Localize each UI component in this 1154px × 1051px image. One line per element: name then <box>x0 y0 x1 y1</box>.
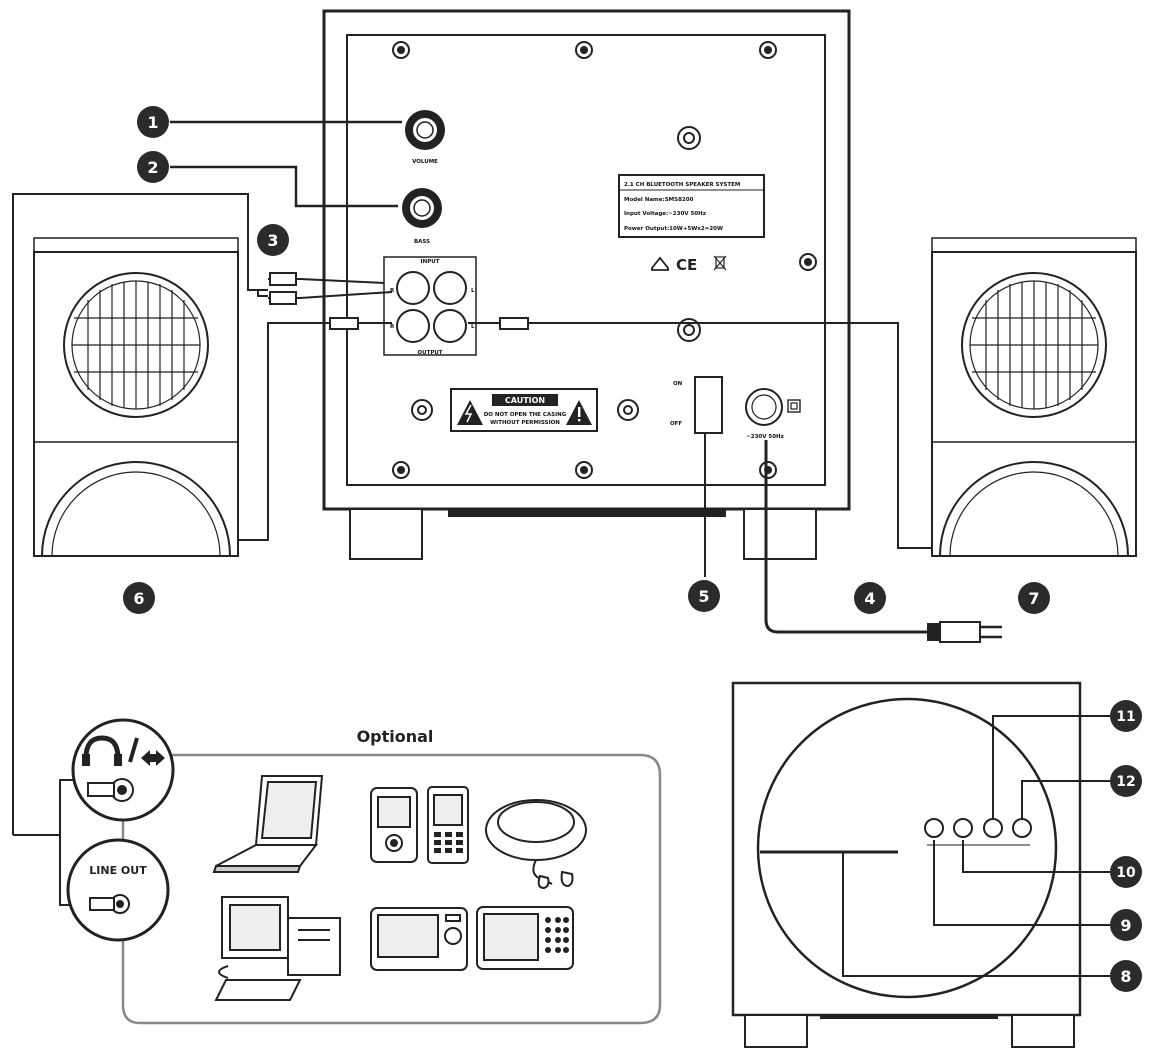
weee-bin-icon <box>713 255 727 271</box>
aux-arrows-icon <box>141 750 165 766</box>
bass-knob[interactable]: BASS <box>402 188 442 245</box>
output-l-label: L <box>471 324 475 330</box>
laptop-icon <box>212 775 324 873</box>
input-l-label: L <box>471 288 475 294</box>
switch-on-label: ON <box>673 381 683 387</box>
volume-label: VOLUME <box>412 159 438 165</box>
portable-media-player-icon <box>370 907 468 971</box>
callout-9: 9 <box>1110 909 1142 941</box>
front-button-2[interactable] <box>953 818 973 838</box>
gps-device-icon <box>476 906 574 970</box>
caution-title: CAUTION <box>505 396 545 405</box>
callout-1: 1 <box>137 106 169 138</box>
callout-4-label: 4 <box>864 589 875 608</box>
rating-line-1: 2.1 CH BLUETOOTH SPEAKER SYSTEM <box>624 182 740 188</box>
rating-line-2: Model Name:SMS8200 <box>624 197 694 203</box>
subwoofer-front-view: 11 12 10 9 8 <box>731 681 1142 1048</box>
subwoofer-foot <box>349 508 423 560</box>
input-l-jack[interactable] <box>433 271 467 305</box>
bass-label: BASS <box>414 239 430 245</box>
callout-4: 4 <box>854 582 886 614</box>
input-r-label: R <box>390 288 395 294</box>
line-out-label: LINE OUT <box>89 864 147 877</box>
callout-8-label: 8 <box>1120 967 1131 986</box>
compliance-marks: CE <box>651 255 727 274</box>
callout-10: 10 <box>1110 856 1142 888</box>
power-plug <box>927 621 1002 643</box>
optional-sources-panel: Optional LINE OUT <box>66 718 662 1025</box>
headphone-icon <box>83 735 121 759</box>
callout-1-label: 1 <box>147 113 158 132</box>
callout-3-label: 3 <box>267 231 278 250</box>
input-r-jack[interactable] <box>396 271 430 305</box>
callout-12-label: 12 <box>1116 774 1135 790</box>
callout-11-label: 11 <box>1116 709 1135 725</box>
front-button-4[interactable] <box>1012 818 1032 838</box>
callout-3: 3 <box>257 224 289 256</box>
right-satellite-speaker <box>931 237 1137 557</box>
cd-player-icon <box>485 799 587 890</box>
switch-off-label: OFF <box>670 421 682 427</box>
desktop-computer-icon <box>214 896 341 1001</box>
callout-7-label: 7 <box>1028 589 1039 608</box>
indoor-use-icon <box>651 256 669 271</box>
left-satellite-speaker <box>33 237 239 557</box>
front-button-1[interactable] <box>924 818 944 838</box>
output-l-jack[interactable] <box>433 309 467 343</box>
subwoofer-foot <box>743 508 817 560</box>
input-output-jacks: INPUT OUTPUT R L R L <box>383 256 477 356</box>
callout-6: 6 <box>123 582 155 614</box>
mp3-player-icon <box>370 787 418 863</box>
output-label: OUTPUT <box>417 350 442 356</box>
optional-title: Optional <box>357 727 434 746</box>
ac-power-inlet: ~230V 50Hz <box>745 388 801 440</box>
double-insulation-icon <box>787 399 801 413</box>
output-r-label: R <box>390 324 395 330</box>
panel-screws <box>392 41 817 479</box>
input-label: INPUT <box>421 259 440 265</box>
power-rating-label: ~230V 50Hz <box>746 434 784 440</box>
volume-knob[interactable]: VOLUME <box>405 110 445 165</box>
power-switch[interactable]: ON OFF <box>670 376 723 434</box>
mobile-phone-icon <box>427 786 469 864</box>
callout-8: 8 <box>1110 960 1142 992</box>
callout-5-label: 5 <box>698 587 709 606</box>
earbuds-icon <box>537 870 574 890</box>
callout-5: 5 <box>688 580 720 612</box>
rating-line-4: Power Output:10W+5Wx2=20W <box>624 226 723 232</box>
lightning-warning-icon <box>457 400 483 425</box>
front-button-3[interactable] <box>983 818 1003 838</box>
line-out-jack: LINE OUT <box>66 838 170 942</box>
callout-2-label: 2 <box>147 158 158 177</box>
callout-11: 11 <box>1110 700 1142 732</box>
headphone-aux-jack <box>71 718 175 822</box>
callout-6-label: 6 <box>133 589 144 608</box>
caution-line-1: DO NOT OPEN THE CASING <box>484 412 567 418</box>
callout-10-label: 10 <box>1116 865 1136 881</box>
rating-plate: 2.1 CH BLUETOOTH SPEAKER SYSTEM Model Na… <box>618 174 765 238</box>
callout-2: 2 <box>137 151 169 183</box>
subwoofer-rear-view: VOLUME BASS INPUT OUTPUT R L R L 2. <box>322 9 851 560</box>
caution-label: CAUTION DO NOT OPEN THE CASING WITHOUT P… <box>450 388 598 432</box>
callout-7: 7 <box>1018 582 1050 614</box>
caution-line-2: WITHOUT PERMISSION <box>490 420 560 426</box>
rating-line-3: Input Voltage:~230V 50Hz <box>624 211 706 217</box>
callout-12: 12 <box>1110 765 1142 797</box>
output-r-jack[interactable] <box>396 309 430 343</box>
callout-9-label: 9 <box>1120 916 1131 935</box>
cables <box>12 120 1002 906</box>
ce-mark: CE <box>676 256 697 274</box>
